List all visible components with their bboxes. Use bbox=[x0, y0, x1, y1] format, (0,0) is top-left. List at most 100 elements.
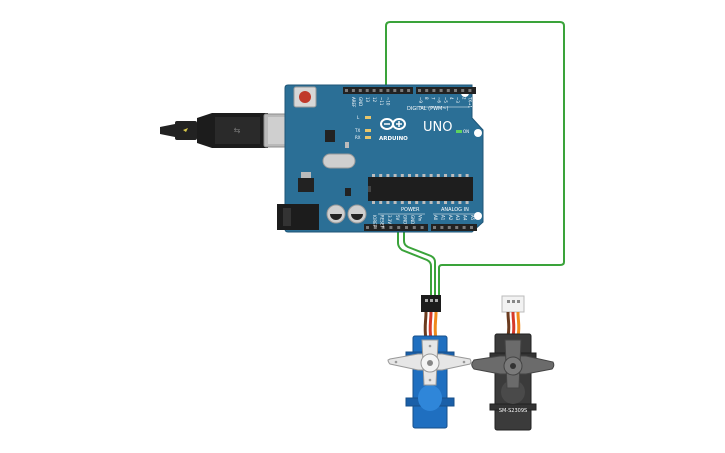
digital-pin-label: TX→1 bbox=[468, 96, 473, 109]
gnd-label: GND bbox=[358, 97, 363, 106]
reset-button[interactable] bbox=[293, 86, 317, 108]
pin-hole[interactable] bbox=[468, 89, 472, 92]
power-pin-label: RESET bbox=[380, 215, 385, 228]
pin-hole[interactable] bbox=[425, 89, 429, 92]
chip-leg bbox=[386, 201, 390, 204]
digital-header-right[interactable] bbox=[416, 87, 476, 94]
digital-pin-label: 7 bbox=[430, 97, 435, 100]
chip-leg bbox=[408, 201, 411, 204]
chip-leg bbox=[386, 174, 390, 177]
pin-hole[interactable] bbox=[373, 226, 377, 229]
pin-hole[interactable] bbox=[407, 89, 411, 92]
digital-pin-label: 4 bbox=[449, 97, 454, 100]
pin-hole[interactable] bbox=[433, 226, 436, 229]
pin-hole[interactable] bbox=[358, 89, 362, 92]
led-tx-label: TX bbox=[354, 128, 360, 133]
pin-hole[interactable] bbox=[381, 226, 385, 229]
pin-hole[interactable] bbox=[372, 89, 376, 92]
chip-leg bbox=[415, 201, 419, 204]
pin-hole[interactable] bbox=[440, 226, 444, 229]
pin-hole[interactable] bbox=[345, 89, 348, 92]
pin-hole[interactable] bbox=[389, 226, 393, 229]
servo-connector[interactable] bbox=[421, 295, 441, 312]
servo-model-label: SM-S2309S bbox=[499, 408, 527, 414]
power-pin-label: GND bbox=[410, 215, 415, 224]
pin-hole[interactable] bbox=[393, 89, 397, 92]
chip-leg bbox=[415, 174, 419, 177]
pin-hole[interactable] bbox=[397, 226, 401, 229]
digital-pin-label: ~10 bbox=[386, 97, 391, 106]
pin-hole[interactable] bbox=[386, 89, 390, 92]
ground-wire[interactable] bbox=[403, 230, 436, 296]
chip-leg bbox=[458, 201, 462, 204]
pin-hole[interactable] bbox=[420, 226, 424, 229]
chip-leg bbox=[465, 201, 469, 204]
power-pin-label: Vin bbox=[418, 215, 423, 222]
digital-pin-label: ~9 bbox=[418, 97, 423, 103]
pin-hole[interactable] bbox=[461, 89, 465, 92]
chip-leg bbox=[444, 201, 447, 204]
chip-leg bbox=[400, 174, 404, 177]
digital-pin-label: ~3 bbox=[455, 97, 460, 103]
digital-pin-label: 13 bbox=[365, 97, 370, 103]
chip-leg bbox=[408, 174, 411, 177]
chip-leg bbox=[400, 201, 404, 204]
pin-hole[interactable] bbox=[400, 89, 404, 92]
analog-pin-label: A4 bbox=[463, 215, 468, 221]
servo-connector[interactable] bbox=[501, 295, 525, 313]
power-header[interactable] bbox=[364, 224, 428, 231]
pin-hole[interactable] bbox=[470, 226, 473, 229]
power-wire[interactable] bbox=[397, 230, 432, 296]
led-l bbox=[365, 116, 371, 119]
analog-pin-label: A1 bbox=[440, 215, 445, 221]
pin-hole[interactable] bbox=[418, 89, 421, 92]
capacitor bbox=[347, 204, 367, 224]
atmega-chip bbox=[368, 174, 473, 204]
pin-hole[interactable] bbox=[439, 89, 443, 92]
pin-hole[interactable] bbox=[405, 226, 408, 229]
led-tx bbox=[365, 129, 371, 132]
pin-hole[interactable] bbox=[462, 226, 466, 229]
pin-hole[interactable] bbox=[366, 226, 369, 229]
analog-section-label: ANALOG IN bbox=[441, 207, 469, 213]
servo-dark[interactable]: SM-S2309S bbox=[471, 295, 555, 431]
voltage-regulator bbox=[298, 172, 314, 192]
led-l-label: L bbox=[357, 115, 360, 120]
smd-part bbox=[345, 142, 349, 148]
analog-header[interactable] bbox=[431, 224, 477, 231]
digital-pin-label: RX←0 bbox=[474, 97, 479, 109]
signal-wire[interactable] bbox=[385, 21, 565, 296]
pin-hole[interactable] bbox=[432, 89, 436, 92]
aref-label: AREF bbox=[351, 97, 356, 108]
pin-hole[interactable] bbox=[446, 89, 450, 92]
digital-pin-label: 12 bbox=[372, 97, 377, 103]
pin-hole[interactable] bbox=[351, 89, 355, 92]
power-pin-label: IOREF bbox=[372, 215, 377, 228]
pin-hole[interactable] bbox=[379, 89, 383, 92]
chip-leg bbox=[429, 174, 433, 177]
digital-pin-label: ~6 bbox=[437, 97, 442, 103]
dc-power-jack[interactable] bbox=[277, 204, 319, 230]
led-rx bbox=[365, 136, 371, 139]
chip-leg bbox=[429, 201, 433, 204]
digital-header-left[interactable] bbox=[343, 87, 413, 94]
analog-pin-label: A0 bbox=[433, 215, 438, 221]
chip-leg bbox=[372, 174, 375, 177]
brand-label: ARDUINO bbox=[379, 136, 408, 142]
arduino-logo bbox=[380, 118, 406, 130]
crystal-oscillator bbox=[322, 153, 356, 169]
pin-hole[interactable] bbox=[447, 226, 451, 229]
servo-blue[interactable] bbox=[387, 295, 472, 429]
chip-leg bbox=[436, 201, 440, 204]
smd-chip bbox=[325, 130, 335, 142]
capacitor bbox=[326, 204, 346, 224]
power-pin-label: GND bbox=[402, 215, 407, 224]
pin-hole[interactable] bbox=[412, 226, 416, 229]
chip-leg bbox=[422, 201, 426, 204]
pin-hole[interactable] bbox=[454, 89, 457, 92]
pin-hole[interactable] bbox=[455, 226, 459, 229]
analog-pin-label: A5 bbox=[470, 215, 475, 221]
chip-leg bbox=[436, 174, 440, 177]
pin-hole[interactable] bbox=[365, 89, 369, 92]
